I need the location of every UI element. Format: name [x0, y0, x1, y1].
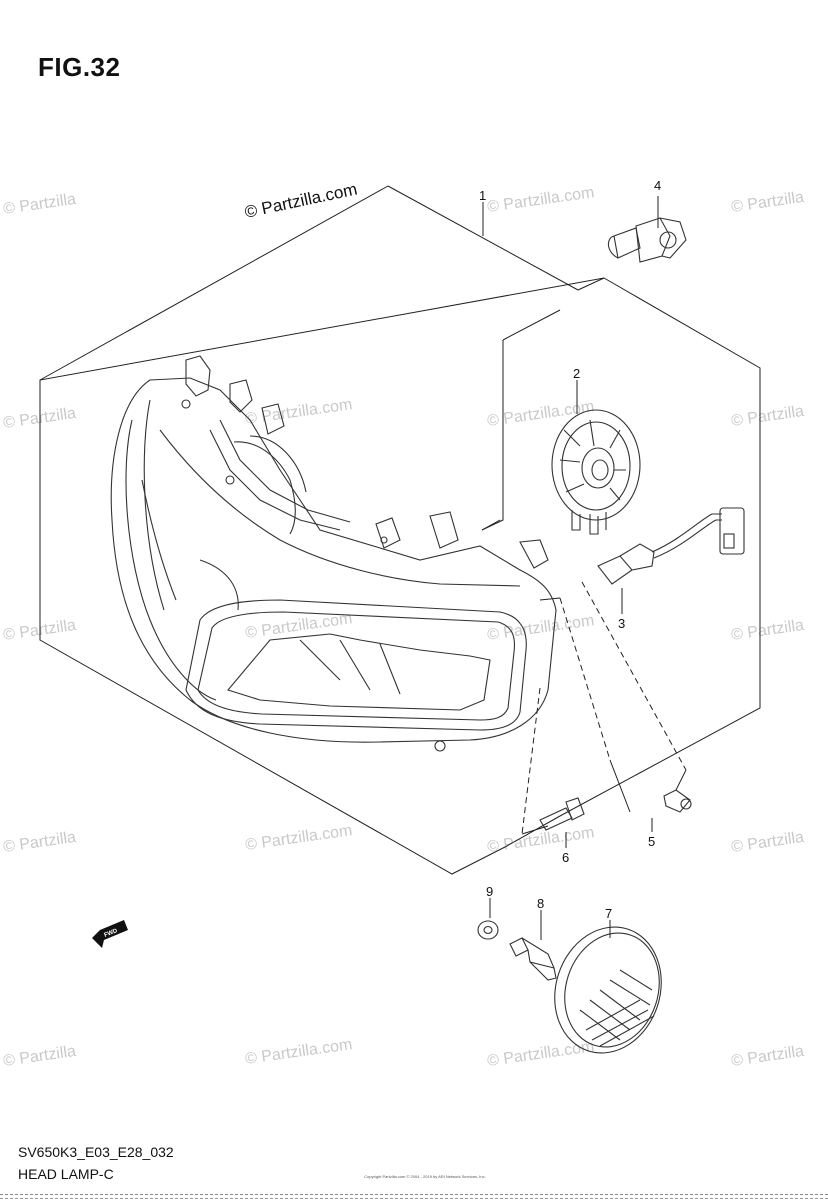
callout-1: 1 — [479, 188, 486, 203]
fwd-label: FWD — [104, 928, 120, 939]
watermark: © Partzilla — [730, 403, 805, 430]
headlamp-assembly — [110, 355, 557, 752]
section-name: HEAD LAMP-C — [18, 1166, 114, 1182]
socket-wire — [597, 507, 745, 585]
watermark: © Partzilla.com — [486, 184, 595, 216]
main-watermark: © Partzilla.com — [243, 180, 359, 222]
watermark: © Partzilla — [730, 1043, 805, 1070]
watermark: © Partzilla — [2, 1043, 77, 1070]
bulb-cover — [551, 409, 641, 535]
callout-5: 5 — [648, 834, 655, 849]
model-code: SV650K3_E03_E28_032 — [18, 1144, 174, 1160]
watermark: © Partzilla.com — [244, 1036, 353, 1068]
watermark: © Partzilla.com — [244, 822, 353, 854]
position-bulb — [663, 789, 692, 813]
callout-3: 3 — [618, 616, 625, 631]
watermark: © Partzilla — [2, 191, 77, 218]
watermark: © Partzilla.com — [244, 396, 353, 428]
position-lamp-lens — [554, 926, 662, 1054]
watermark: © Partzilla — [2, 829, 77, 856]
watermark: © Partzilla — [730, 189, 805, 216]
callout-8: 8 — [537, 896, 544, 911]
bottom-border — [0, 1194, 828, 1195]
callout-2: 2 — [573, 366, 580, 381]
leader-lines — [481, 519, 687, 835]
callouts: 1 4 2 3 5 6 9 8 7 — [479, 178, 661, 921]
watermark: © Partzilla — [730, 617, 805, 644]
fwd-arrow-icon: FWD — [92, 920, 128, 948]
watermark: © Partzilla.com — [486, 1038, 595, 1070]
bottom-border — [0, 1198, 828, 1199]
watermarks: © Partzilla © Partzilla.com © Partzilla … — [2, 184, 805, 1070]
copyright-note: Copyright Partzilla.com © 2004 - 2019 by… — [364, 1174, 486, 1179]
callout-7: 7 — [605, 906, 612, 921]
figure-title: FIG.32 — [38, 52, 121, 82]
assembly-outline — [39, 185, 761, 875]
callout-4: 4 — [654, 178, 661, 193]
callout-6: 6 — [562, 850, 569, 865]
watermark: © Partzilla.com — [486, 824, 595, 856]
washer — [477, 920, 499, 940]
lamp-socket — [509, 937, 557, 981]
adjuster-screw — [539, 797, 585, 831]
watermark: © Partzilla.com — [486, 612, 595, 644]
callout-leaders — [482, 196, 659, 940]
headlight-bulb — [607, 217, 687, 263]
callout-9: 9 — [486, 884, 493, 899]
watermark: © Partzilla — [730, 829, 805, 856]
